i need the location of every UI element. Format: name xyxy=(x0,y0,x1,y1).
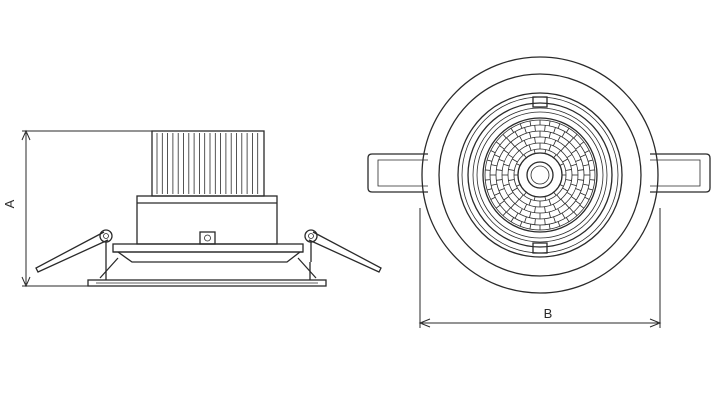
mounting-tab-right xyxy=(650,153,711,193)
dimension-b: B xyxy=(418,208,662,328)
lens-array xyxy=(482,117,598,233)
spring-clip-right xyxy=(304,229,382,273)
spring-clip-left xyxy=(35,229,113,273)
top-view: B xyxy=(367,56,711,328)
side-view: A xyxy=(2,129,382,288)
dimension-a: A xyxy=(2,129,152,288)
heat-sink xyxy=(151,130,265,197)
mounting-tab-left xyxy=(367,153,428,193)
dimension-b-label: B xyxy=(544,306,553,321)
housing-body xyxy=(136,195,278,245)
mounting-trim xyxy=(87,243,327,287)
dimension-a-label: A xyxy=(2,199,17,208)
